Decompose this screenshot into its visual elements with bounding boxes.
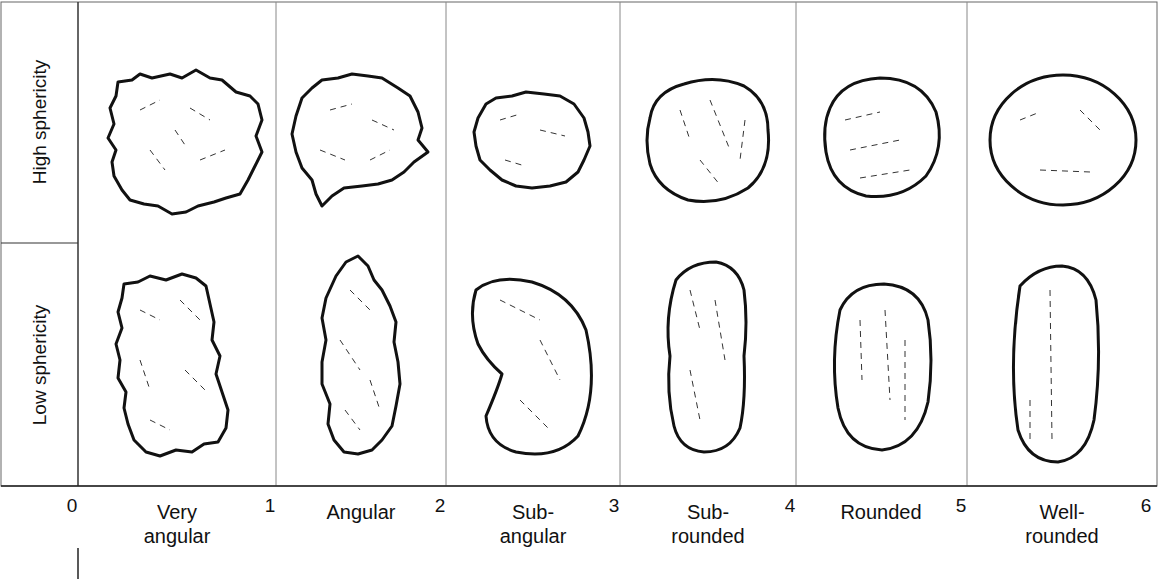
- scale-number: 3: [609, 494, 620, 518]
- grain-outlines: [108, 70, 1136, 462]
- class-label: Well- rounded: [1016, 500, 1108, 548]
- class-label: Sub- angular: [487, 500, 579, 548]
- class-label: Rounded: [835, 500, 927, 524]
- scale-number: 2: [435, 494, 446, 518]
- row-label: High sphericity: [28, 60, 52, 185]
- scale-number: 4: [785, 494, 796, 518]
- class-label: Very angular: [131, 500, 223, 548]
- scale-number: 1: [265, 494, 276, 518]
- scale-number: 6: [1141, 494, 1152, 518]
- scale-number: 5: [956, 494, 967, 518]
- class-label: Angular: [315, 500, 407, 524]
- class-label: Sub- rounded: [662, 500, 754, 548]
- row-label: Low sphericity: [28, 305, 52, 425]
- scale-number: 0: [67, 494, 78, 518]
- grain-texture: [140, 100, 1100, 440]
